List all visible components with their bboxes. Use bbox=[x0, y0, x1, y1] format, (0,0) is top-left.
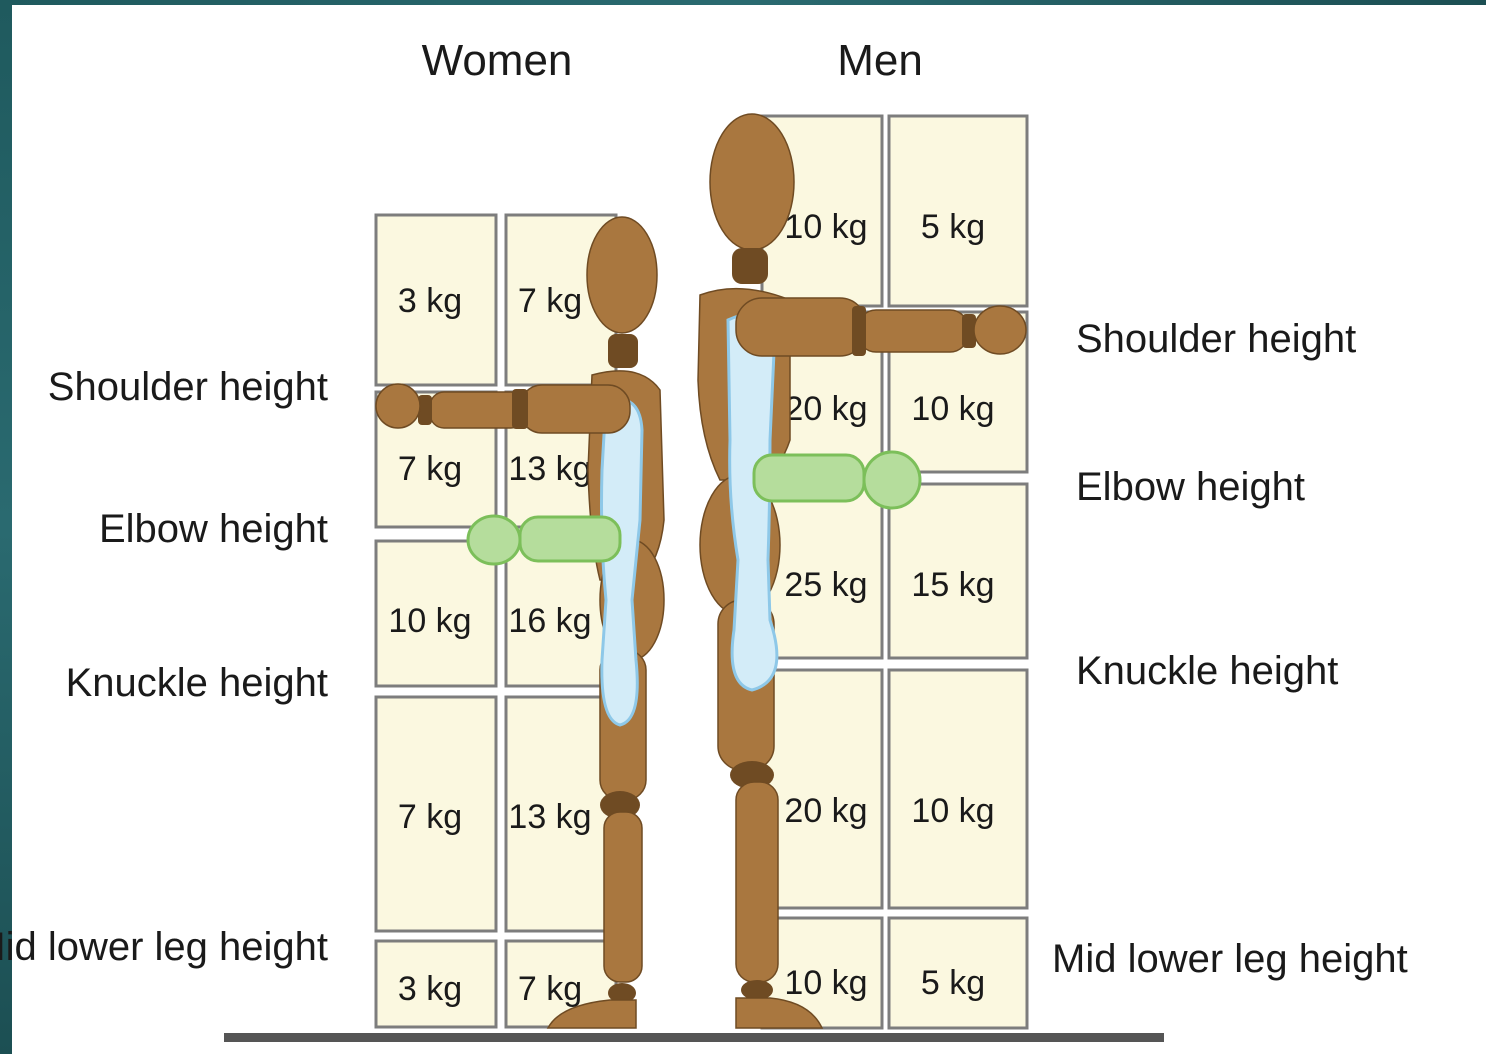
men-box-r1-right: 5 kg bbox=[889, 116, 1027, 306]
svg-text:5 kg: 5 kg bbox=[921, 964, 985, 1002]
svg-text:10 kg: 10 kg bbox=[388, 602, 471, 640]
women-elbow-height-label: Elbow height bbox=[99, 507, 328, 551]
men-box-r4-right: 10 kg bbox=[889, 670, 1027, 908]
women-shoulder-height-label: Shoulder height bbox=[48, 365, 328, 409]
men-box-r4-left: 20 kg bbox=[762, 670, 882, 908]
men-elbow-height-label: Elbow height bbox=[1076, 465, 1305, 509]
svg-text:20 kg: 20 kg bbox=[784, 390, 867, 428]
floor-line bbox=[224, 1033, 1164, 1042]
women-mid-lower-leg-height-label: Mid lower leg height bbox=[0, 925, 328, 969]
women-box-r4-left: 7 kg bbox=[376, 697, 496, 931]
svg-text:3 kg: 3 kg bbox=[398, 970, 462, 1008]
svg-text:16 kg: 16 kg bbox=[508, 602, 591, 640]
svg-text:20 kg: 20 kg bbox=[784, 792, 867, 830]
svg-text:15 kg: 15 kg bbox=[911, 566, 994, 604]
svg-text:13 kg: 13 kg bbox=[508, 798, 591, 836]
svg-text:3 kg: 3 kg bbox=[398, 282, 462, 320]
men-box-r3-right: 15 kg bbox=[889, 484, 1027, 658]
men-shoulder-height-label: Shoulder height bbox=[1076, 317, 1356, 361]
men-heading: Men bbox=[837, 36, 923, 85]
svg-text:10 kg: 10 kg bbox=[911, 792, 994, 830]
svg-text:7 kg: 7 kg bbox=[518, 970, 582, 1008]
women-box-r1-left: 3 kg bbox=[376, 215, 496, 385]
men-box-r5-right: 5 kg bbox=[889, 918, 1027, 1028]
men-box-r3-left: 25 kg bbox=[762, 484, 882, 658]
svg-text:10 kg: 10 kg bbox=[784, 964, 867, 1002]
men-mid-lower-leg-height-label: Mid lower leg height bbox=[1052, 937, 1408, 981]
men-box-grid: 10 kg 5 kg 20 kg 10 kg 25 kg 15 kg 20 kg bbox=[762, 116, 1027, 1028]
svg-text:7 kg: 7 kg bbox=[518, 282, 582, 320]
svg-text:13 kg: 13 kg bbox=[508, 450, 591, 488]
women-box-r5-left: 3 kg bbox=[376, 941, 496, 1027]
svg-text:10 kg: 10 kg bbox=[784, 208, 867, 246]
svg-text:7 kg: 7 kg bbox=[398, 798, 462, 836]
svg-text:10 kg: 10 kg bbox=[911, 390, 994, 428]
women-heading: Women bbox=[422, 36, 573, 85]
men-knuckle-height-label: Knuckle height bbox=[1076, 649, 1338, 693]
svg-text:7 kg: 7 kg bbox=[398, 450, 462, 488]
women-box-grid: 3 kg 7 kg 7 kg 13 kg 10 kg 16 kg 7 kg 1 bbox=[376, 215, 616, 1027]
svg-text:5 kg: 5 kg bbox=[921, 208, 985, 246]
svg-text:25 kg: 25 kg bbox=[784, 566, 867, 604]
women-box-r3-left: 10 kg bbox=[376, 541, 496, 686]
women-knuckle-height-label: Knuckle height bbox=[66, 661, 328, 705]
